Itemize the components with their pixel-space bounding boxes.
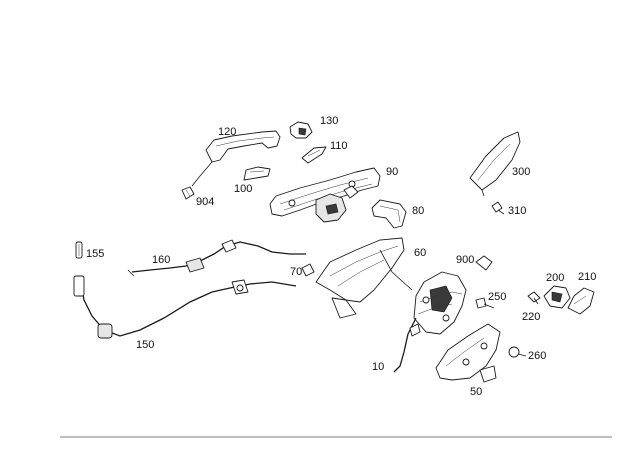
label-210: 210 — [578, 271, 596, 283]
label-160: 160 — [152, 254, 170, 266]
part-200-striker — [543, 285, 571, 309]
label-904: 904 — [196, 196, 214, 208]
label-50: 50 — [470, 386, 482, 398]
part-130-cylinder-cap — [289, 121, 313, 139]
label-90: 90 — [386, 166, 398, 178]
part-10-door-lock — [393, 271, 467, 373]
label-60: 60 — [414, 247, 426, 259]
part-60-carrier-plate — [315, 237, 413, 319]
part-70-clip — [301, 263, 315, 277]
part-220-screw — [527, 291, 541, 305]
label-100: 100 — [234, 183, 252, 195]
part-150-bowden-cable — [73, 275, 297, 339]
part-50-latch-bracket — [435, 323, 501, 383]
part-80-bracket — [371, 199, 407, 229]
label-70: 70 — [290, 266, 302, 278]
part-260-bolt — [508, 346, 527, 358]
part-300-trim — [469, 131, 521, 197]
label-300: 300 — [512, 166, 530, 178]
label-80: 80 — [412, 205, 424, 217]
label-220: 220 — [522, 311, 540, 323]
label-900: 900 — [456, 254, 474, 266]
part-210-striker-cover — [567, 287, 595, 315]
part-160-bowden-cable — [127, 239, 306, 277]
label-110: 110 — [330, 140, 348, 152]
label-155: 155 — [86, 248, 104, 260]
part-120-outer-handle — [191, 130, 281, 187]
part-900-connector — [475, 255, 493, 271]
part-155-cable-clip — [75, 241, 83, 259]
label-250: 250 — [488, 291, 506, 303]
part-90-handle-carrier — [269, 167, 381, 223]
label-260: 260 — [528, 350, 546, 362]
label-130: 130 — [320, 115, 338, 127]
label-120: 120 — [218, 126, 236, 138]
part-110-gasket — [301, 146, 327, 164]
label-310: 310 — [508, 205, 526, 217]
part-310-screw — [491, 201, 505, 215]
part-904-clip — [181, 186, 195, 200]
label-150: 150 — [136, 339, 154, 351]
label-10: 10 — [372, 361, 384, 373]
part-100-handle-cover — [243, 166, 271, 181]
part-250-bolt — [475, 297, 495, 309]
label-200: 200 — [546, 272, 564, 284]
